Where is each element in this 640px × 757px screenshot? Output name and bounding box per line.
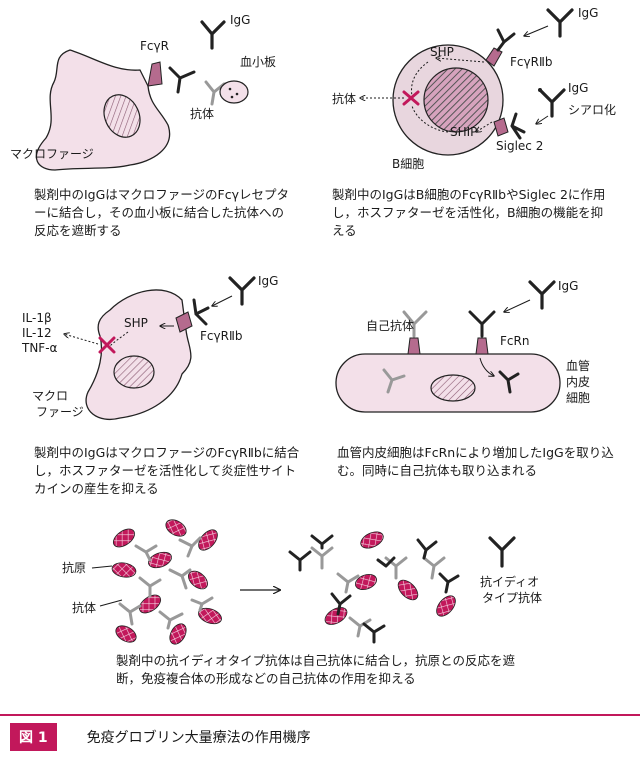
fcrn-receptor-1	[407, 337, 421, 355]
caption-panel-4: 血管内皮細胞はFcRnにより増加したIgGを取り込む。同時に自己抗体も取り込まれ…	[337, 445, 614, 478]
figure-number: 図 1	[10, 722, 57, 751]
free-igg	[228, 276, 256, 306]
bound-igg-bottom	[510, 112, 526, 140]
blocked-complexes	[288, 531, 460, 644]
label-fcr2b: FcγRⅡb	[200, 329, 242, 343]
label-fcrn: FcRn	[500, 334, 529, 348]
label-autoantibody: 自己抗体	[366, 318, 414, 333]
label-antibody: 抗体	[332, 91, 356, 106]
label-igg: IgG	[558, 279, 578, 293]
figure-title: 免疫グロブリン大量療法の作用機序	[86, 729, 311, 746]
fcr2b-receptor	[175, 311, 193, 333]
panel-2: IgG FcγRⅡb IgG シアロ化 Siglec 2 SHP SHIP 抗体…	[332, 6, 616, 171]
label-cell: マクロファージ	[10, 147, 94, 161]
label-igg-bottom: IgG	[568, 81, 588, 95]
label-antibody: 抗体	[190, 106, 214, 121]
label-siglec: Siglec 2	[496, 139, 543, 153]
label-fcr2b: FcγRⅡb	[510, 55, 552, 69]
inhibit-mark	[98, 336, 116, 354]
label-vessel-line3: 細胞	[566, 391, 590, 405]
free-igg	[200, 20, 226, 50]
panel-1: IgG FcγR 血小板 抗体 マクロファージ	[10, 13, 276, 171]
label-cell-line1: マクロ	[32, 389, 68, 403]
endothelial-nucleus	[430, 374, 476, 402]
bound-autoantibody	[402, 310, 428, 338]
anti-idiotype-antibody	[488, 536, 516, 568]
label-igg: IgG	[258, 274, 278, 288]
free-igg-bottom	[538, 88, 566, 118]
bound-igg	[192, 298, 210, 326]
panel-4: 自己抗体 FcRn IgG 血管 内皮 細胞	[335, 279, 590, 413]
label-igg: IgG	[230, 13, 250, 27]
inhibit-mark	[402, 90, 420, 106]
label-ship: SHIP	[450, 125, 477, 139]
label-shp: SHP	[124, 316, 148, 330]
fcr2b-receptor	[485, 47, 503, 67]
bound-igg	[168, 66, 196, 94]
platelet-antibody	[204, 80, 226, 106]
label-shp: SHP	[430, 45, 454, 59]
panel-3: IgG FcγRⅡb SHP IL-1β IL-12 TNF-α マクロ ファー…	[21, 274, 278, 420]
macrophage-nucleus	[113, 355, 155, 389]
fc-receptor	[147, 61, 163, 87]
label-il12: IL-12	[22, 326, 52, 340]
mechanism-diagram: IgG FcγR 血小板 抗体 マクロファージ IgG FcγRⅡb IgG シ…	[10, 6, 616, 645]
free-igg	[528, 280, 556, 310]
siglec-receptor	[493, 117, 509, 137]
label-il1: IL-1β	[22, 311, 52, 325]
label-igg-top: IgG	[578, 6, 598, 20]
b-cell-nucleus	[423, 67, 489, 133]
label-cell-line2: ファージ	[36, 405, 84, 419]
fcrn-receptor-2	[475, 337, 489, 355]
macrophage-nucleus	[103, 94, 141, 138]
free-igg-top	[546, 8, 574, 38]
label-fcr: FcγR	[140, 39, 169, 53]
internalized-igg	[498, 370, 520, 394]
label-antigen: 抗原	[62, 560, 86, 575]
caption-panel-1: 製剤中のIgGはマクロファージのFcγレセプターに結合し，その血小板に結合した抗…	[34, 187, 290, 238]
caption-panel-3: 製剤中のIgGはマクロファージのFcγRⅡbに結合し，ホスファターゼを活性化して…	[34, 445, 300, 496]
platelet	[219, 80, 249, 104]
macrophage-cell	[85, 289, 192, 420]
figure-footer: 図 1 免疫グロブリン大量療法の作用機序	[0, 714, 640, 757]
label-platelet: 血小板	[240, 55, 276, 69]
label-tnf: TNF-α	[21, 341, 58, 355]
internalized-autoantibody	[382, 368, 406, 394]
label-sialic: シアロ化	[568, 103, 616, 117]
label-vessel-line1: 血管	[566, 358, 590, 373]
bound-igg	[468, 310, 496, 338]
panel-5: 抗原 抗体	[62, 519, 542, 645]
label-vessel-line2: 内皮	[566, 375, 590, 389]
caption-panel-2: 製剤中のIgGはB細胞のFcγRⅡbやSiglec 2に作用し，ホスファターゼを…	[332, 187, 606, 238]
label-anti-idio-line1: 抗イディオ	[480, 574, 539, 589]
label-anti-idio-line2: タイプ抗体	[482, 590, 542, 605]
label-antibody: 抗体	[72, 600, 96, 615]
label-cell: B細胞	[392, 157, 424, 171]
immune-complex-left	[111, 519, 222, 645]
caption-panel-5: 製剤中の抗イディオタイプ抗体は自己抗体に結合し，抗原との反応を遮断，免疫複合体の…	[116, 653, 516, 686]
bound-igg-top	[496, 28, 516, 52]
